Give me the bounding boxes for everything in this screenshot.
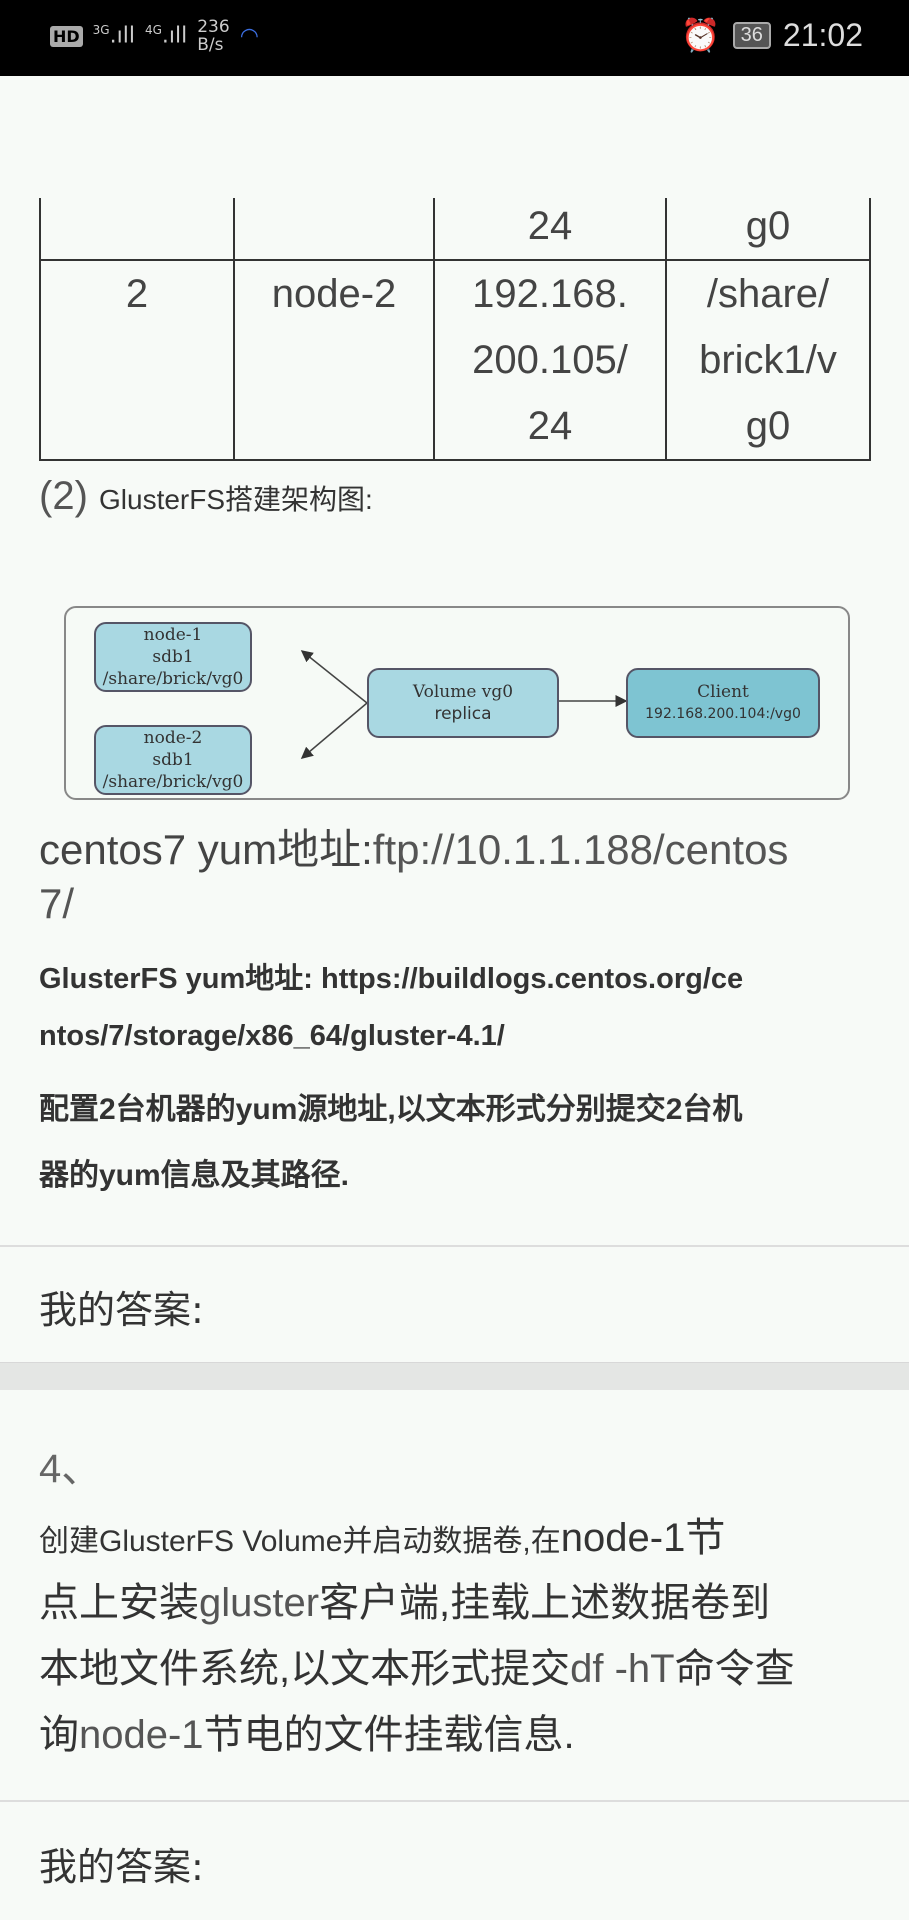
centos-yum-line: centos7 yum地址:ftp://10.1.1.188/centos — [39, 826, 789, 873]
section-heading: (2) GlusterFS搭建架构图: — [39, 474, 373, 518]
centos-url-link-cont[interactable]: 7/ — [39, 880, 75, 927]
node-table: 24 g0 2 node-2 192.168. 200.105/ 24 /sha… — [39, 150, 871, 461]
cell: 192.168. 200.105/ 24 — [433, 259, 667, 461]
section-separator — [0, 1362, 909, 1390]
question-text-line: 点上安装gluster客户端,挂载上述数据卷到 — [39, 1581, 771, 1625]
cell: node-2 — [233, 259, 435, 461]
gluster-url-link-cont[interactable]: ntos/7/storage/x86_64/gluster-4.1/ — [39, 1020, 505, 1052]
divider — [0, 1800, 909, 1802]
instruction-line: 配置2台机器的yum源地址,以文本形式分别提交2台机 — [39, 1093, 743, 1126]
hd-icon: HD — [50, 25, 83, 47]
signal-4g-icon: 4G.ıll — [144, 23, 188, 49]
question-text-line: 本地文件系统,以文本形式提交df -hT命令查 — [39, 1647, 795, 1691]
signal-3g-icon: 3G.ıll — [92, 23, 135, 49]
question-text-line: 询node-1节电的文件挂载信息. — [39, 1713, 575, 1757]
cell: 24 — [433, 150, 667, 261]
battery-icon: 36 — [732, 21, 771, 49]
answer-label: 我的答案: — [39, 1845, 204, 1889]
question-number: 4、 — [39, 1447, 102, 1491]
centos-url-link[interactable]: ftp://10.1.1.188/centos — [372, 826, 789, 873]
question-text-line: 创建GlusterFS Volume并启动数据卷,在node-1节 — [39, 1516, 726, 1560]
instruction-line: 器的yum信息及其路径. — [39, 1159, 350, 1192]
table-row: 24 g0 — [39, 150, 871, 261]
assistant-icon: ◠ — [239, 23, 259, 49]
cell: /share/ brick1/v g0 — [665, 259, 871, 461]
cell: 2 — [39, 259, 235, 461]
clock: 21:02 — [782, 16, 863, 53]
alarm-icon: ⏰ — [680, 17, 721, 53]
answer-label: 我的答案: — [39, 1288, 204, 1332]
table-row: 2 node-2 192.168. 200.105/ 24 /share/ br… — [39, 259, 871, 461]
gluster-yum-line: GlusterFS yum地址: https://buildlogs.cento… — [39, 963, 744, 995]
gluster-url-link[interactable]: https://buildlogs.centos.org/ce — [321, 963, 744, 995]
cell: g0 — [665, 150, 871, 261]
divider — [0, 1245, 909, 1247]
